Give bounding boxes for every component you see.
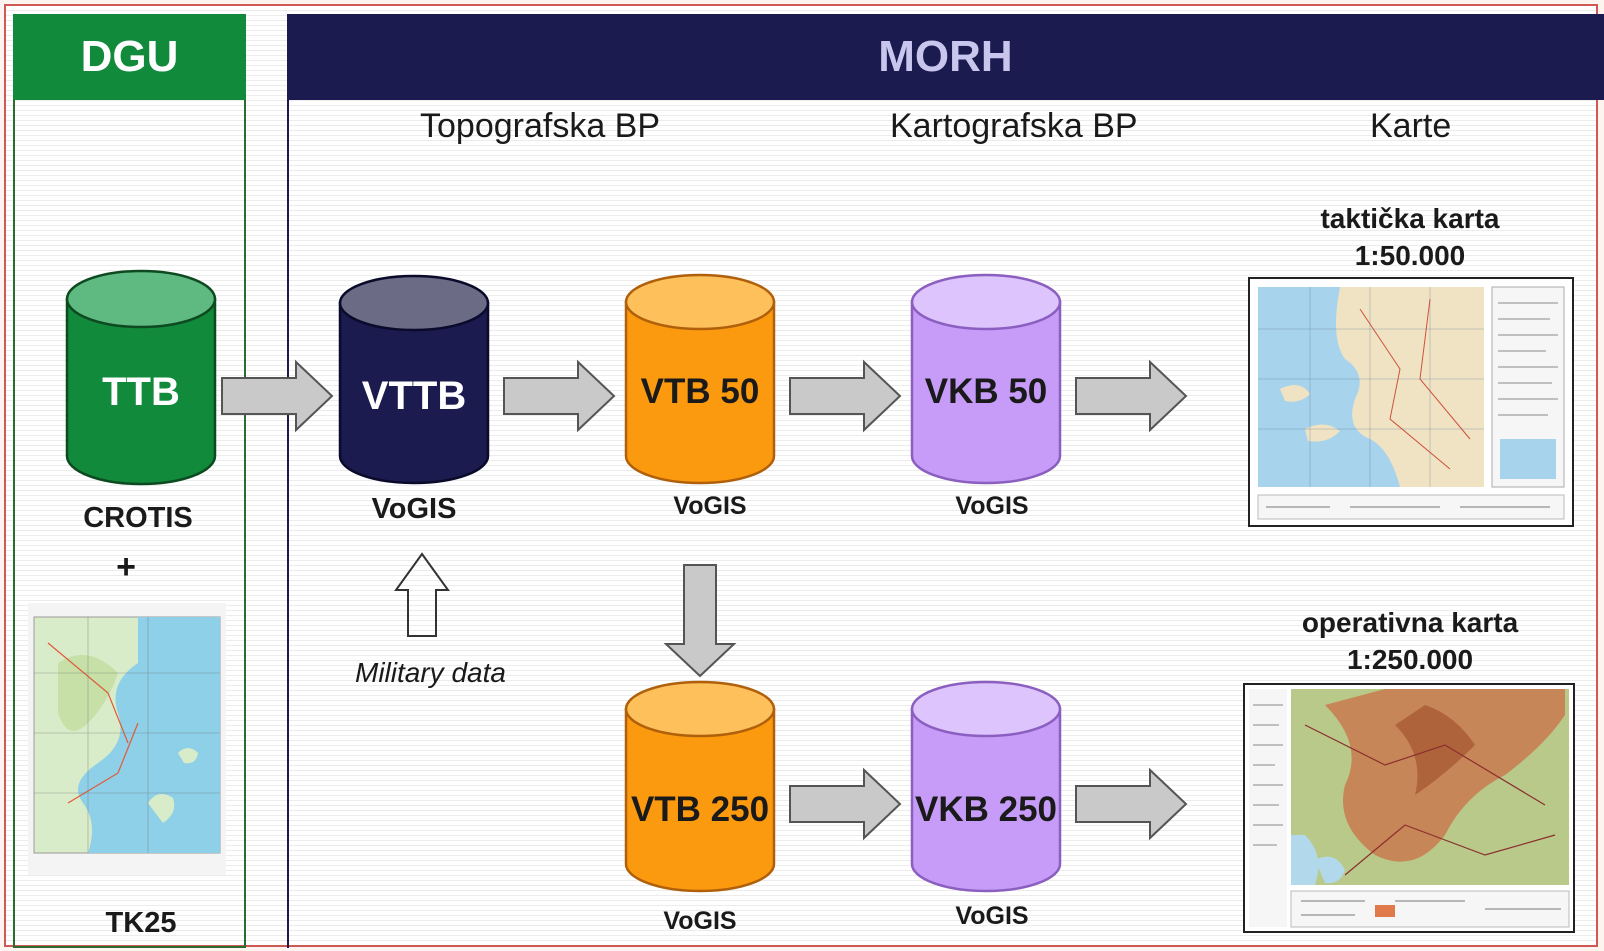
operational-map-title: operativna karta — [1301, 607, 1519, 638]
vkb250-label: VKB 250 — [914, 790, 1058, 829]
arrow-vtb50-vtb250 — [663, 564, 737, 678]
arrow-military-data — [394, 552, 450, 637]
vkb50-label: VKB 50 — [924, 372, 1048, 411]
vtb250-label: VTB 250 — [630, 790, 770, 829]
tactical-map-scale: 1:50.000 — [1354, 240, 1466, 271]
ttb-cylinder — [65, 269, 217, 486]
vkb250-vogis-label: VoGIS — [955, 902, 1029, 930]
column-karte: Karte — [1370, 107, 1452, 145]
vttb-vogis-label: VoGIS — [371, 493, 457, 525]
vtb250-vogis-label: VoGIS — [663, 907, 737, 935]
morh-header: MORH — [287, 14, 1604, 100]
tactical-map-caption: taktička karta 1:50.000 — [1245, 200, 1575, 274]
arrow-vtb250-vkb250 — [789, 767, 902, 841]
crotis-label: CROTIS — [83, 502, 193, 534]
operational-map-image — [1243, 683, 1575, 933]
arrow-ttb-vttb — [221, 359, 334, 433]
vttb-cylinder — [338, 274, 490, 485]
arrow-vtb50-vkb50 — [789, 359, 902, 433]
vttb-label: VTTB — [361, 374, 467, 418]
operational-map-caption: operativna karta 1:250.000 — [1245, 604, 1575, 678]
vtb50-vogis-label: VoGIS — [673, 492, 747, 520]
column-topografska: Topografska BP — [420, 107, 661, 145]
tactical-map-image — [1248, 277, 1574, 527]
column-kartografska: Kartografska BP — [890, 107, 1138, 145]
vkb50-vogis-label: VoGIS — [955, 492, 1029, 520]
tactical-map-title: taktička karta — [1320, 203, 1500, 234]
vkb50-cylinder — [910, 273, 1062, 485]
tk25-label: TK25 — [105, 907, 177, 939]
vtb50-cylinder — [624, 273, 776, 485]
arrow-vkb50-map50 — [1075, 359, 1188, 433]
plus-sign: + — [116, 548, 136, 586]
vkb250-cylinder — [910, 680, 1062, 893]
military-data-label: Military data — [355, 657, 506, 688]
operational-map-scale: 1:250.000 — [1346, 644, 1474, 675]
tk25-map-image — [28, 603, 226, 875]
ttb-label: TTB — [102, 370, 180, 414]
morh-panel — [287, 14, 1604, 948]
vtb50-label: VTB 50 — [640, 372, 760, 411]
vtb250-cylinder — [624, 680, 776, 893]
arrow-vttb-vtb50 — [503, 359, 616, 433]
dgu-header: DGU — [13, 14, 246, 100]
arrow-vkb250-map250 — [1075, 767, 1188, 841]
